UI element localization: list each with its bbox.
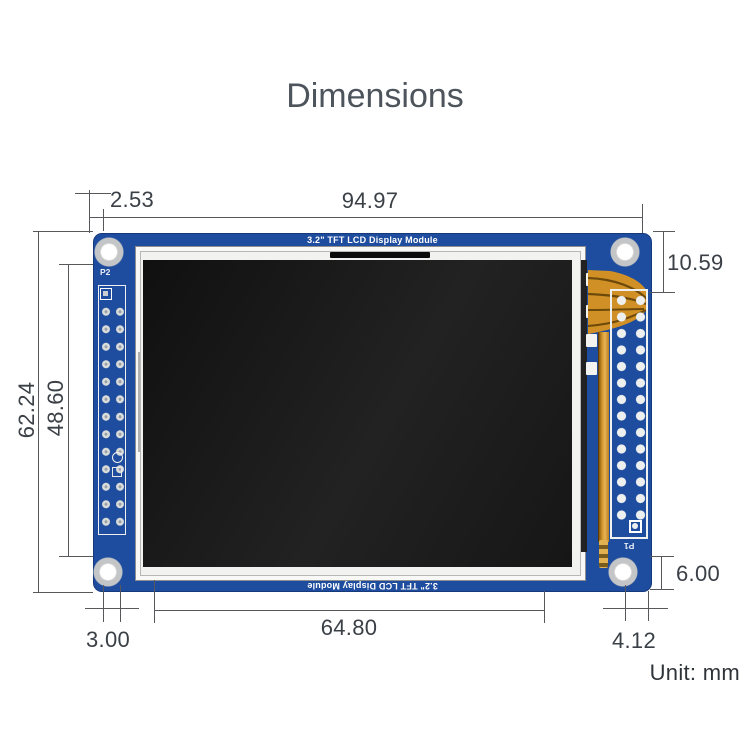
pin-header-p1-holes [612,292,650,523]
dim-ext [625,585,626,621]
flex-cable-ribbon [598,332,609,542]
dim-ext [650,589,674,590]
dim-label-3-00: 3.00 [86,627,131,652]
p1-pin1-square-pad [629,520,642,533]
dim-label-4-12: 4.12 [611,628,657,653]
dim-ext [544,591,545,623]
mounting-hole-bottom-left [93,557,123,587]
dim-line-right-bottom [661,556,662,590]
dim-ext [59,556,93,557]
dim-tick [642,204,643,233]
p2-pin1-square-pad [100,288,112,300]
dim-ext [103,585,104,622]
dim-ext [653,231,675,232]
page-title: Dimensions [286,77,464,115]
board-bottom-silkscreen: 3.2" TFT LCD Display Module [307,581,438,591]
mounting-hole-top-right [610,237,640,267]
p2-pin1-hole [103,291,108,296]
dim-ext [649,292,675,293]
pin-header-p2-holes [99,303,127,531]
dim-ext [33,592,93,593]
dim-line-bottom-middle [154,610,545,611]
flex-tab [586,362,597,375]
p2-ring-marked-hole [112,452,123,463]
dim-label-62-24: 62.24 [14,381,39,439]
dim-label-64-80: 64.80 [320,615,378,640]
flex-tab [586,334,597,347]
flex-component [599,540,608,568]
p1-pin1-hole [632,523,638,529]
dim-label-6-00: 6.00 [676,561,721,586]
dim-label-10-59: 10.59 [667,250,724,275]
p1-label: P1 [624,541,635,551]
dim-line-right-top [663,231,664,293]
dim-line-left-outer [38,231,39,593]
dim-ext [33,231,93,232]
dim-label-94-97: 94.97 [341,188,399,213]
p2-label: P2 [100,267,111,277]
dim-ext [650,556,674,557]
lcd-edge-band [581,260,587,552]
dim-tick [103,209,104,231]
mounting-hole-bottom-right [608,557,638,587]
dim-line-top [89,217,643,218]
board-top-silkscreen: 3.2" TFT LCD Display Module [307,235,438,245]
p2-square-marked-hole [112,467,122,477]
dim-ext [154,580,155,623]
dim-line-bottom-left [85,608,139,609]
dim-label-2-53: 2.53 [110,187,155,212]
lcd-contact-strip [330,252,430,258]
dim-ext [648,591,649,621]
dim-line-left-inner [68,264,69,557]
mounting-hole-top-left [94,237,124,267]
lcd-active-area [143,260,572,567]
dim-tick [89,190,90,233]
glass-notch-line [138,352,140,452]
dim-ext [59,264,93,265]
dim-line-bottom-right [603,608,668,609]
dim-ext [120,585,121,622]
unit-note: Unit: mm [649,660,740,685]
dim-leader-top-left [75,193,111,194]
dim-label-48-60: 48.60 [43,379,68,437]
